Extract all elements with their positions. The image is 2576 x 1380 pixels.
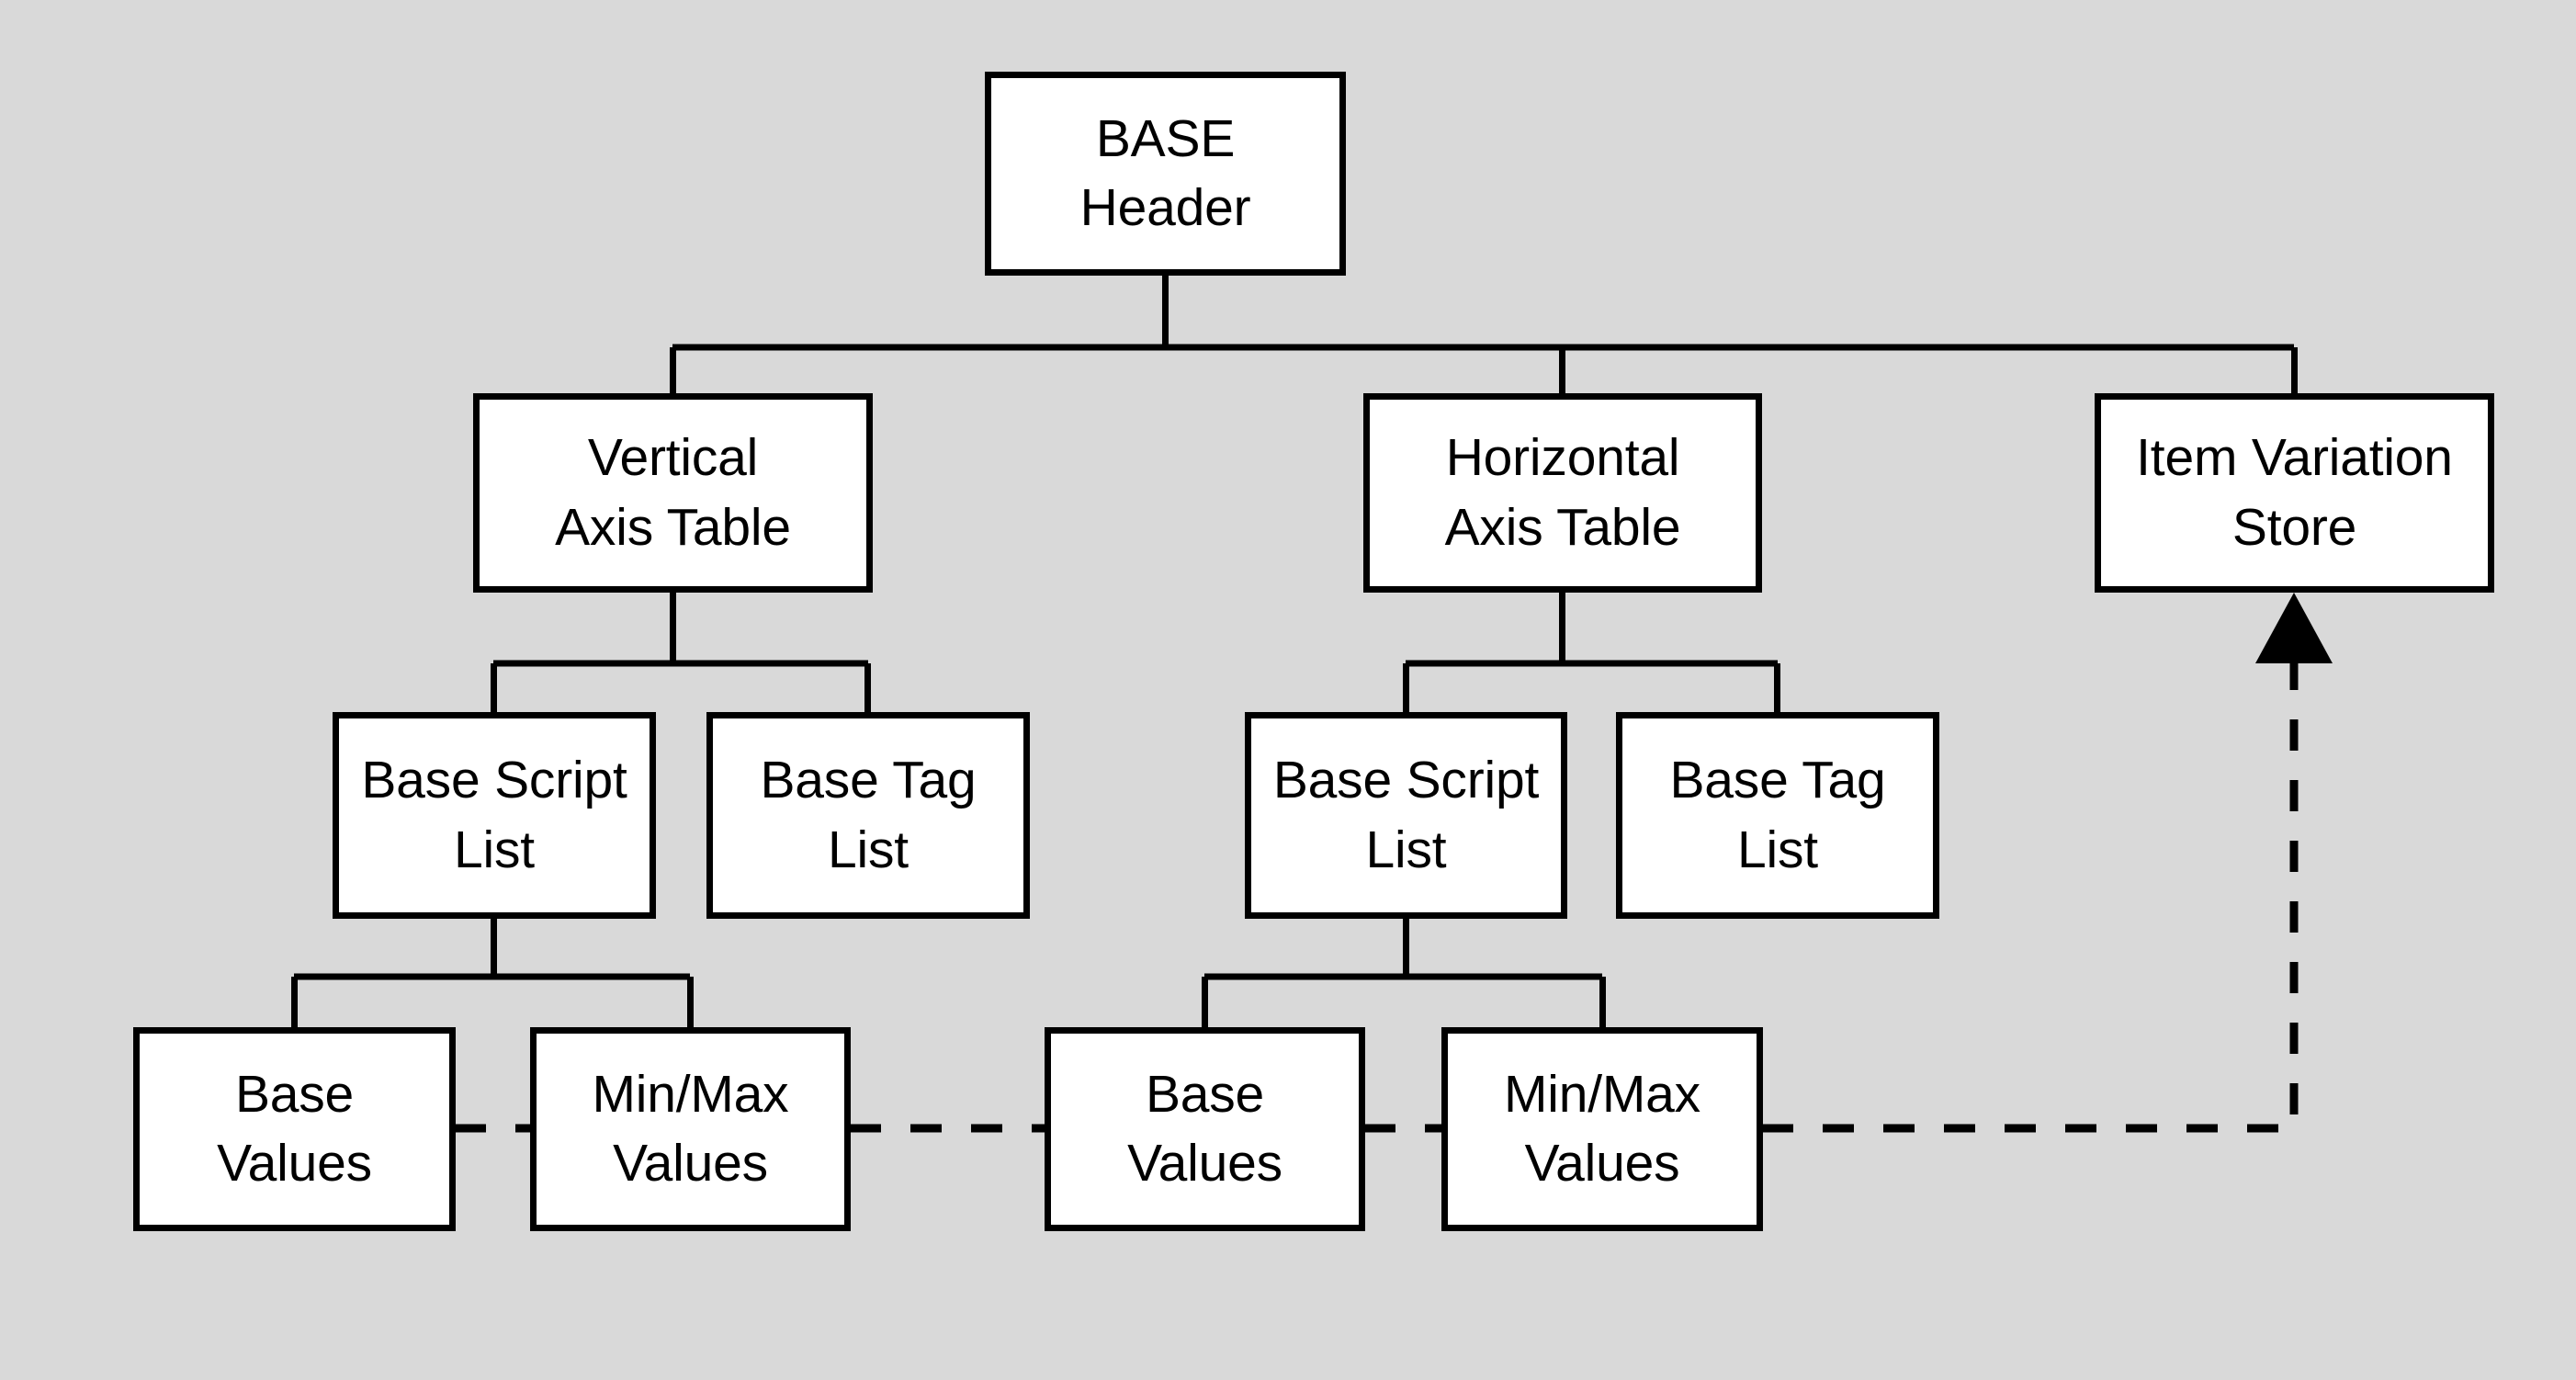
node-vertical-minmax-values[interactable]: Min/Max Values bbox=[530, 1027, 851, 1231]
node-horizontal-axis-table[interactable]: Horizontal Axis Table bbox=[1363, 393, 1762, 593]
node-vertical-axis-table-line2: Axis Table bbox=[555, 497, 791, 557]
node-vertical-base-values-line1: Base bbox=[234, 1064, 355, 1124]
node-vertical-base-script-list-line1: Base Script bbox=[361, 751, 627, 810]
node-vertical-base-script-list[interactable]: Base Script List bbox=[333, 712, 656, 919]
node-horizontal-base-values[interactable]: Base Values bbox=[1045, 1027, 1365, 1231]
node-horizontal-base-script-list-line2: List bbox=[1365, 820, 1447, 879]
node-base-header-line1: BASE bbox=[1095, 108, 1236, 168]
node-item-variation-store-line1: Item Variation bbox=[2136, 428, 2453, 488]
node-horizontal-minmax-values-line1: Min/Max bbox=[1504, 1064, 1700, 1124]
node-base-header[interactable]: BASE Header bbox=[985, 72, 1346, 276]
node-vertical-minmax-values-line2: Values bbox=[613, 1134, 768, 1193]
node-horizontal-base-script-list[interactable]: Base Script List bbox=[1245, 712, 1567, 919]
node-vertical-base-script-list-line2: List bbox=[454, 820, 535, 879]
node-horizontal-base-script-list-line1: Base Script bbox=[1272, 751, 1540, 810]
arrowhead-icon bbox=[2255, 593, 2333, 663]
node-vertical-base-tag-list[interactable]: Base Tag List bbox=[706, 712, 1030, 919]
node-vertical-minmax-values-line1: Min/Max bbox=[592, 1064, 789, 1124]
node-vertical-axis-table[interactable]: Vertical Axis Table bbox=[473, 393, 873, 593]
node-horizontal-minmax-values[interactable]: Min/Max Values bbox=[1441, 1027, 1763, 1231]
node-vertical-base-values-line2: Values bbox=[217, 1134, 372, 1193]
node-vertical-base-values[interactable]: Base Values bbox=[133, 1027, 456, 1231]
node-vertical-base-tag-list-line2: List bbox=[828, 820, 909, 879]
node-horizontal-base-tag-list-line1: Base Tag bbox=[1669, 751, 1886, 810]
node-horizontal-axis-table-line1: Horizontal bbox=[1445, 428, 1680, 488]
node-item-variation-store-line2: Store bbox=[2231, 497, 2357, 557]
node-horizontal-minmax-values-line2: Values bbox=[1524, 1134, 1680, 1193]
node-vertical-base-tag-list-line1: Base Tag bbox=[760, 751, 977, 810]
node-horizontal-base-tag-list-line2: List bbox=[1737, 820, 1818, 879]
node-horizontal-base-values-line2: Values bbox=[1127, 1134, 1282, 1193]
node-vertical-axis-table-line1: Vertical bbox=[587, 428, 759, 488]
node-horizontal-base-tag-list[interactable]: Base Tag List bbox=[1616, 712, 1939, 919]
node-horizontal-base-values-line1: Base bbox=[1145, 1064, 1265, 1124]
node-base-header-line2: Header bbox=[1079, 178, 1251, 237]
node-item-variation-store[interactable]: Item Variation Store bbox=[2095, 393, 2494, 593]
node-horizontal-axis-table-line2: Axis Table bbox=[1444, 497, 1681, 557]
